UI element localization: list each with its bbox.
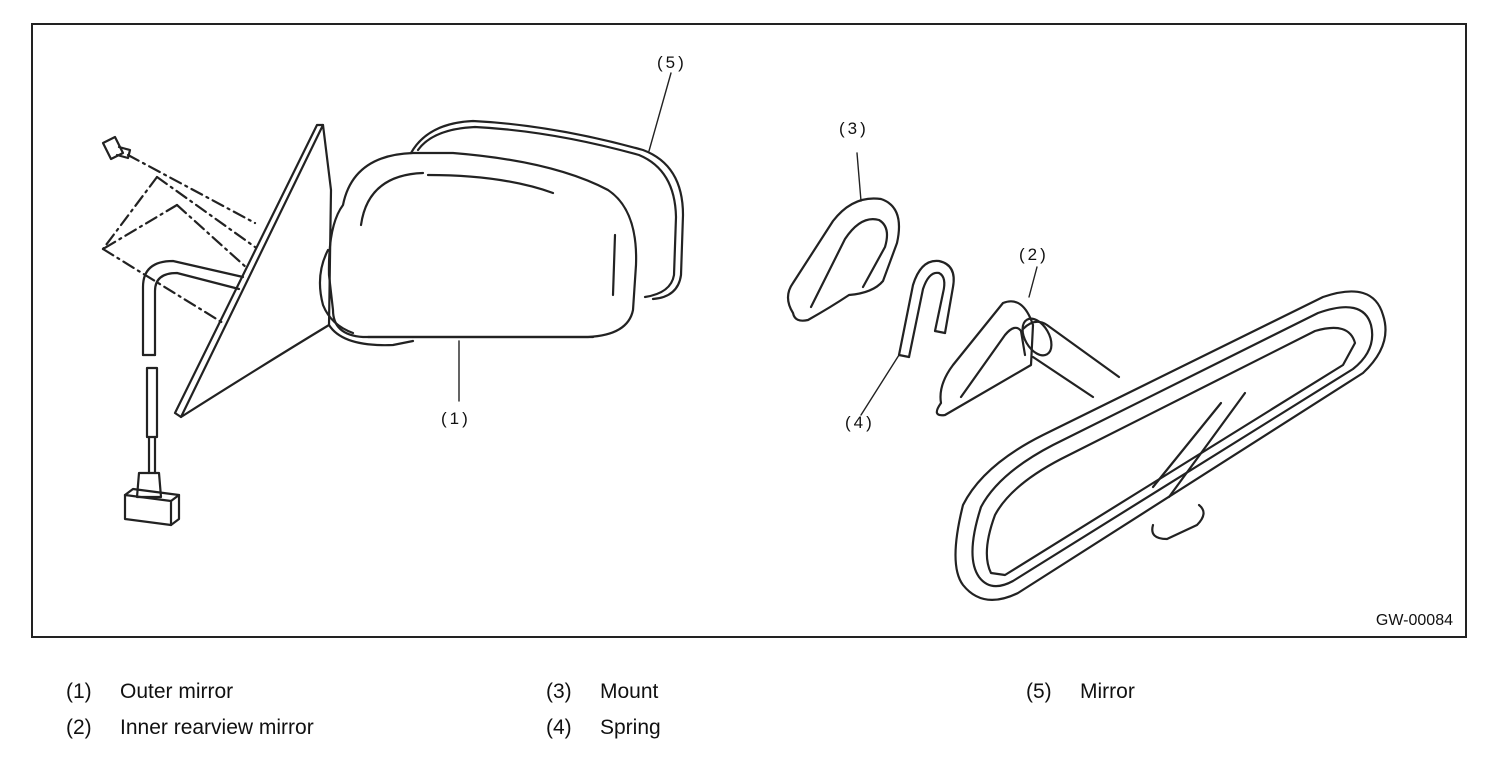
figure-code: GW-00084 [1375,612,1453,629]
callout-5: (5) [657,53,687,72]
mirror [409,119,685,301]
inner-rearview-mirror [935,290,1387,601]
diagram-frame: (1) (2) (3) (4) (5) GW-00084 [31,23,1467,638]
callout-4: (4) [845,413,875,432]
mounting-hardware [101,135,257,527]
legend-number: (4) [546,716,572,739]
callout-2: (2) [1019,245,1049,264]
mount [786,197,901,322]
legend-item-mount: (3) Mount [546,680,658,704]
mirror-parts-illustration [101,72,1387,601]
legend-number: (3) [546,680,572,703]
legend-item-inner-rearview-mirror: (2) Inner rearview mirror [66,716,314,740]
legend-number: (2) [66,716,92,739]
legend-label: Inner rearview mirror [120,716,314,739]
callout-1: (1) [441,409,471,428]
leader-lines [458,72,1038,416]
legend-label: Mirror [1080,680,1135,703]
legend-label: Mount [600,680,659,703]
legend-number: (1) [66,680,92,703]
outer-mirror [173,123,638,419]
legend-item-outer-mirror: (1) Outer mirror [66,680,233,704]
legend-number: (5) [1026,680,1052,703]
callout-3: (3) [839,119,869,138]
legend-label: Spring [600,716,661,739]
legend-item-mirror: (5) Mirror [1026,680,1135,704]
legend-label: Outer mirror [120,680,234,703]
spring [897,259,955,359]
legend-item-spring: (4) Spring [546,716,661,740]
